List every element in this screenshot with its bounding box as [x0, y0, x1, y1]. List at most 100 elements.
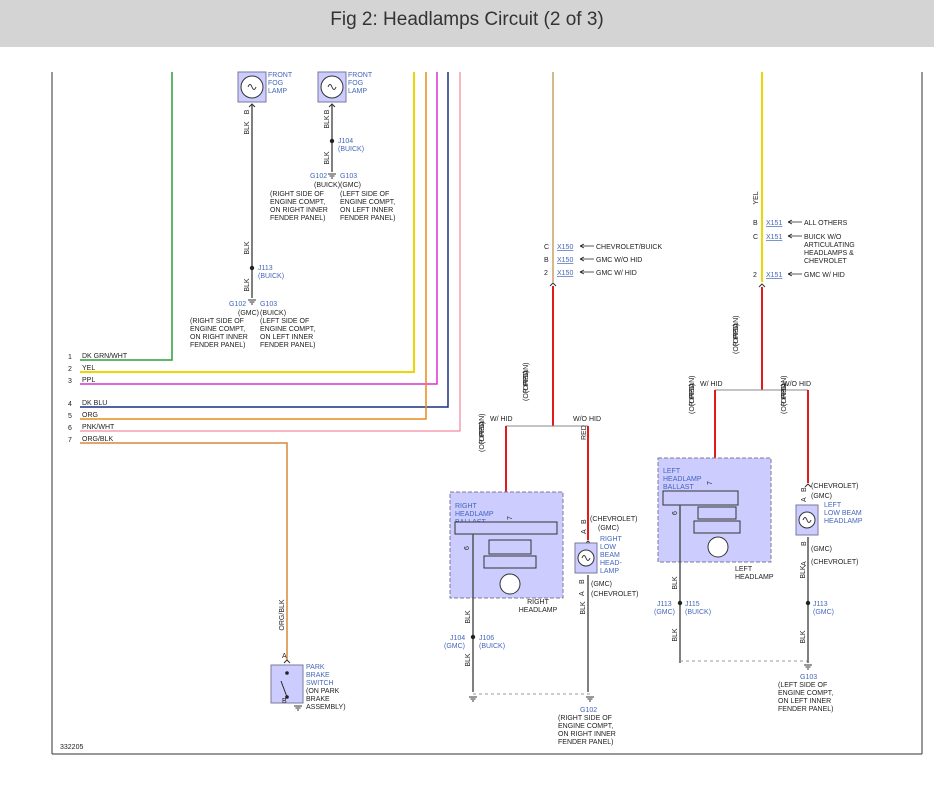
ground-note: (LEFT SIDE OF — [340, 191, 389, 198]
splice-label: (GMC) — [444, 643, 465, 650]
wire-label: (OR TAN) — [523, 363, 530, 393]
ground-label: G103 — [800, 674, 817, 681]
park-brake-label: PARK — [306, 664, 325, 671]
ground-note: ON RIGHT INNER — [270, 207, 328, 214]
figure-number: 332205 — [60, 744, 83, 751]
wire-label: (OR PPL) — [523, 371, 530, 401]
park-brake-sub: (ON PARK — [306, 688, 340, 695]
variant-label: (GMC) — [811, 493, 832, 500]
pin-label: C — [544, 244, 549, 251]
splice-label: J106 — [479, 635, 494, 642]
variant-label: (GMC) — [598, 525, 619, 532]
ground-note: ENGINE COMPT, — [340, 199, 395, 206]
splice-label: J113 — [258, 265, 273, 272]
connector-label: X150 — [557, 270, 573, 277]
wire-label: RED — [781, 383, 788, 398]
ground-label: G103 — [260, 301, 277, 308]
low-beam-label: LOW — [600, 544, 616, 551]
wire-label: RED — [733, 323, 740, 338]
pin-label: A — [282, 653, 287, 660]
wire-label: (OR PPL) — [733, 324, 740, 354]
wire-label: (OR TAN) — [733, 316, 740, 346]
pin-label: B — [801, 541, 808, 546]
wire-label: BLK — [672, 628, 679, 642]
wire-label: RED — [689, 383, 696, 398]
splice-label: (GMC) — [654, 609, 675, 616]
left-ballast — [662, 490, 739, 506]
wire-yel — [80, 72, 415, 373]
pin-label: B — [801, 487, 808, 492]
park-brake-label: BRAKE — [306, 672, 330, 679]
wire-label: (OR PPL) — [781, 384, 788, 414]
hid-igniter-icon — [488, 539, 532, 555]
park-brake-sub: BRAKE — [306, 696, 330, 703]
arrow-icon — [787, 271, 802, 277]
arrow-icon — [787, 219, 802, 225]
ground-note: (RIGHT SIDE OF — [190, 318, 244, 325]
ground-note: ON LEFT INNER — [340, 207, 393, 214]
wire-label: BLK — [800, 630, 807, 644]
ballast-label: HEADLAMP — [663, 476, 702, 483]
pin-label: 7 — [707, 481, 714, 485]
wire-label: W/O HID — [783, 381, 811, 388]
pin-label: B — [324, 109, 331, 114]
wire-org-blk — [80, 442, 288, 660]
ground-note: ON LEFT INNER — [778, 698, 831, 705]
connector-label: X151 — [766, 234, 782, 241]
pin-label: A — [801, 497, 808, 502]
front-fog-lamp-left-filament-icon — [327, 84, 337, 90]
wire-number-2: 2 — [68, 366, 72, 373]
wire-label: BLK — [465, 610, 472, 624]
right-low-beam-headlamp-filament-icon — [581, 555, 591, 561]
right-ballast — [454, 521, 558, 535]
connector-desc: ARTICULATING — [804, 242, 855, 249]
wire-label-7: ORG/BLK — [82, 436, 113, 443]
connector-desc: CHEVROLET/BUICK — [596, 244, 662, 251]
figure-title: Fig 2: Headlamps Circuit (2 of 3) — [330, 9, 604, 30]
arrow-icon — [579, 243, 594, 249]
pin-label: A — [801, 561, 808, 566]
connector-label: X150 — [557, 257, 573, 264]
headlamp-label: HEADLAMP — [735, 574, 774, 581]
hid-igniter-icon — [483, 555, 537, 569]
wire-dk-blu — [80, 72, 449, 408]
connector-icon — [328, 103, 336, 108]
wire-label: W/ HID — [700, 381, 723, 388]
hid-bulb-icon — [707, 536, 729, 558]
low-beam-label: LEFT — [824, 502, 842, 509]
connector-desc: ALL OTHERS — [804, 220, 848, 227]
switch-contact-icon — [285, 671, 289, 675]
ballast-label: HEADLAMP — [455, 511, 494, 518]
front-fog-lamp-right-filament-icon — [247, 84, 257, 90]
splice-j104 — [329, 138, 335, 144]
headlamp-label: HEADLAMP — [519, 607, 558, 614]
connector-icon — [804, 483, 812, 488]
ground-note: (LEFT SIDE OF — [260, 318, 309, 325]
fog-lamp-label: FOG — [268, 80, 283, 87]
wire-number-4: 4 — [68, 401, 72, 408]
pin-label: C — [753, 234, 758, 241]
wire-label: BLK — [672, 576, 679, 590]
ground-note: ON RIGHT INNER — [190, 334, 248, 341]
pin-label: 2 — [753, 272, 757, 279]
wire-pnk-wht — [80, 72, 461, 432]
headlamp-label: LEFT — [735, 566, 753, 573]
connector-icon — [248, 103, 256, 108]
wire-number-5: 5 — [68, 413, 72, 420]
wire-label: RED — [581, 425, 588, 440]
splice-label: J113 — [657, 601, 672, 608]
ground-note: ON LEFT INNER — [260, 334, 313, 341]
hid-igniter-icon — [697, 506, 737, 520]
connector-icon — [549, 282, 557, 287]
splice-j113 — [249, 265, 255, 271]
low-beam-label: BEAM — [600, 552, 620, 559]
wire-label-4: DK BLU — [82, 400, 107, 407]
ground-note: ENGINE COMPT, — [190, 326, 245, 333]
pin-label: B — [753, 220, 758, 227]
wire-label: BLK — [244, 241, 251, 255]
wire-label-2: YEL — [82, 365, 95, 372]
splice-label: (BUICK) — [479, 643, 505, 650]
low-beam-label: RIGHT — [600, 536, 623, 543]
splice-label: (BUICK) — [258, 273, 284, 280]
